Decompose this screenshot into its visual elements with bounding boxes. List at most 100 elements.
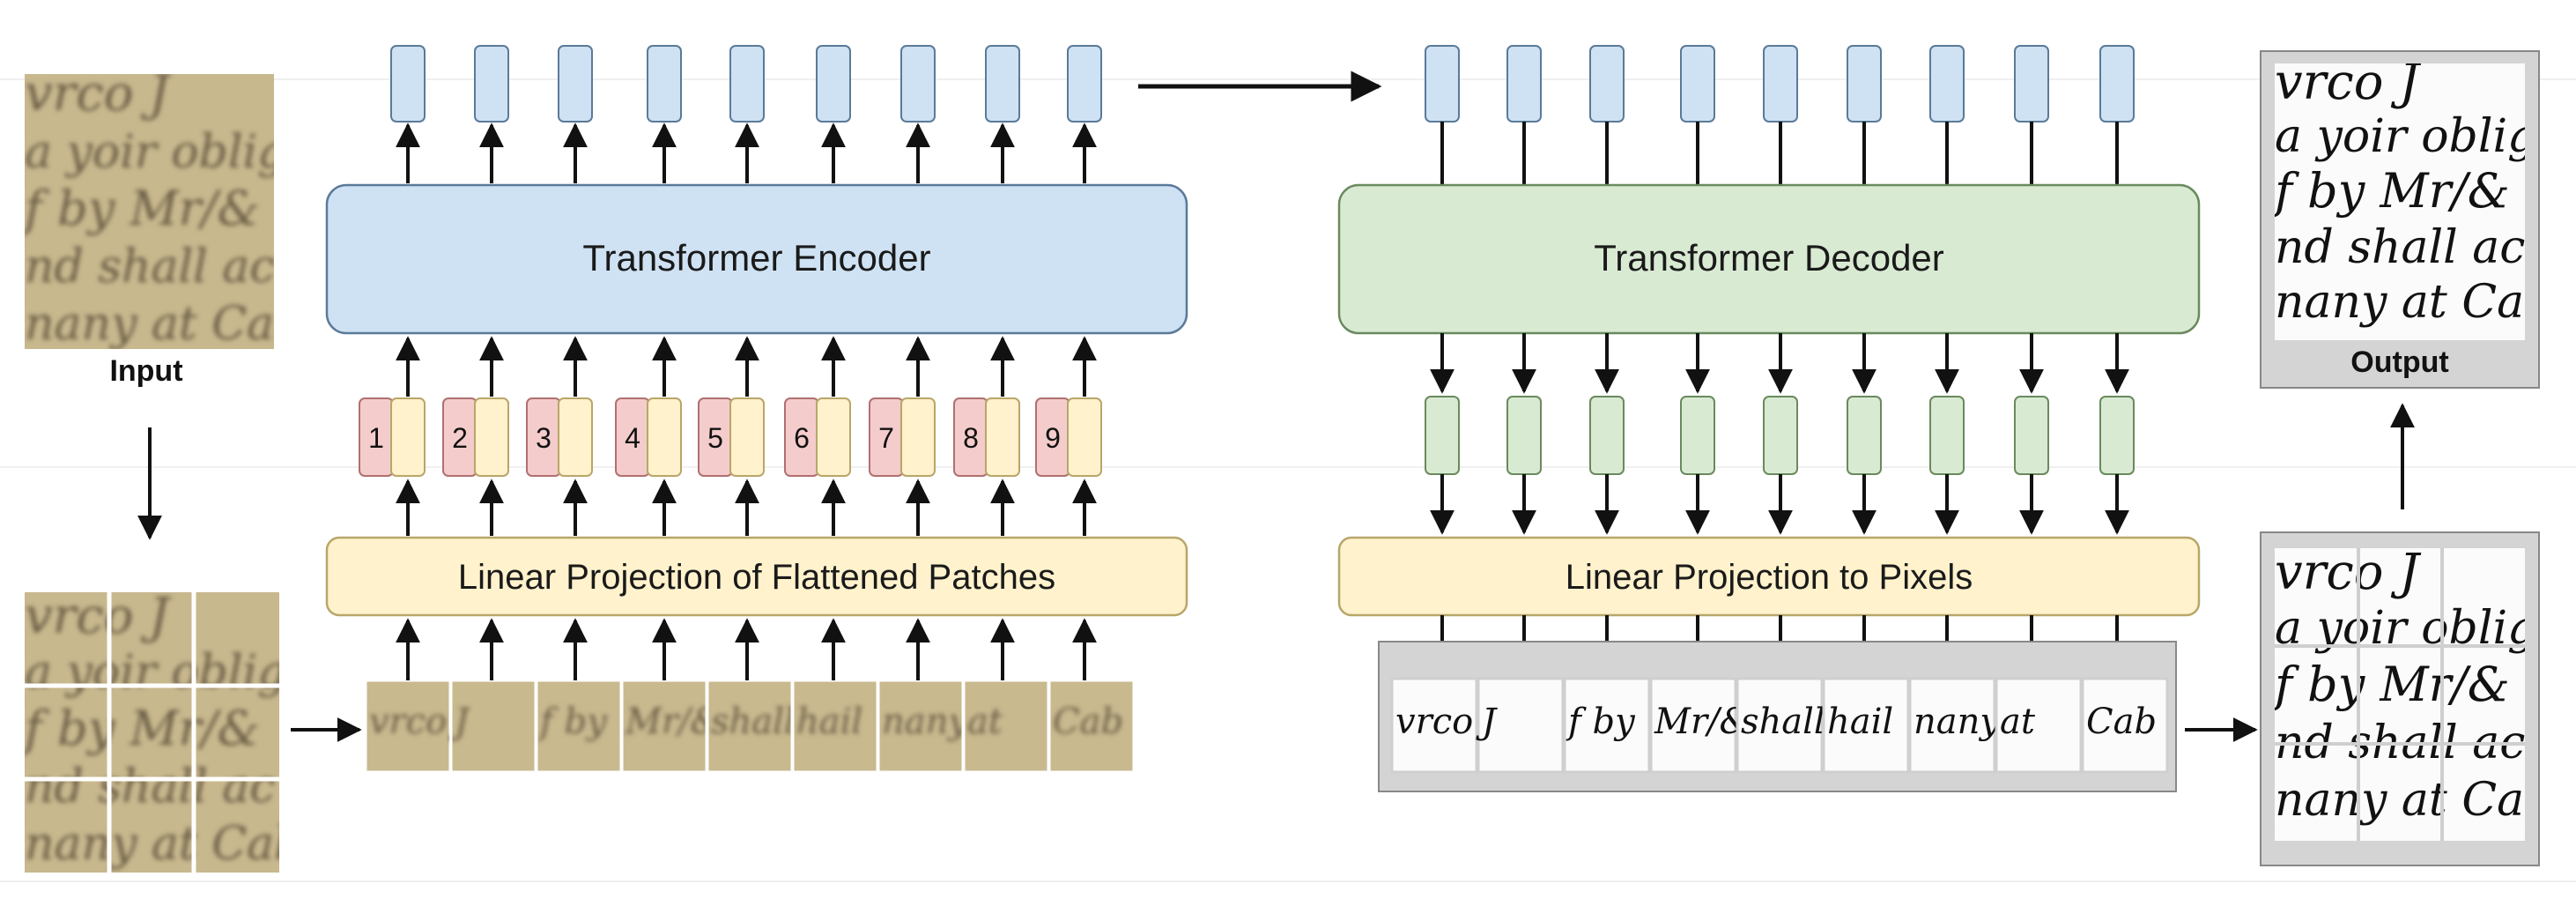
- decoder-input-token: [1425, 45, 1460, 123]
- svg-text:vrco J: vrco J: [2275, 54, 2422, 111]
- decoder-output-token: [1763, 396, 1798, 475]
- projection-to-embedding-arrows: [396, 479, 1097, 536]
- input-caption: Input: [109, 354, 182, 388]
- pixel-patch-text: f by: [1566, 702, 1636, 742]
- patch-tile: shall: [706, 679, 796, 774]
- position-number: 2: [452, 422, 468, 454]
- output-image: vrco J a yoir oblig f by Mr/& nd shall a…: [2260, 50, 2553, 389]
- svg-text:nd shall ac: nd shall ac: [2275, 221, 2525, 274]
- patch-tile: hail: [791, 679, 879, 774]
- transformer-encoder-label: Transformer Encoder: [582, 237, 930, 279]
- encoder-output-token: [729, 45, 765, 123]
- decoder-input-token: [1847, 45, 1882, 123]
- tokens-to-projection-arrows: [1430, 474, 2129, 535]
- patch-tile-text: f by: [537, 702, 608, 742]
- tokens-to-decoder-lines: [1440, 122, 2119, 185]
- position-number: 4: [625, 422, 640, 454]
- decoder-input-token: [1506, 45, 1542, 123]
- decoder-input-token: [2014, 45, 2049, 123]
- decoder-output-arrows: [1430, 333, 2129, 394]
- transformer-decoder-label: Transformer Decoder: [1594, 237, 1944, 279]
- position-number: 3: [536, 422, 551, 454]
- patch-grid-image: vrco J a yoir oblig f by Mr/& nd shall a…: [21, 588, 303, 873]
- patch-embedding: [985, 397, 1020, 477]
- pixel-patch-text: nany: [1913, 702, 2001, 742]
- position-number: 8: [963, 422, 979, 454]
- patch-tile: at: [962, 679, 1050, 774]
- svg-text:nany at Cab: nany at Cab: [2275, 774, 2553, 827]
- linear-projection-pixels-label: Linear Projection to Pixels: [1566, 558, 1973, 597]
- encoder-output-token: [558, 45, 593, 123]
- encoder-output-token: [985, 45, 1020, 123]
- svg-text:vrco J: vrco J: [25, 588, 172, 645]
- pixel-patch-tile: f by: [1563, 677, 1651, 774]
- decoder-input-token: [1680, 45, 1715, 123]
- decoder-output-token: [1425, 396, 1460, 475]
- svg-text:f by Mr/&: f by Mr/&: [2271, 657, 2510, 712]
- transformer-decoder-box: [1337, 183, 2201, 335]
- linear-projection-pixels-box: [1337, 536, 2201, 617]
- svg-text:f by Mr/&: f by Mr/&: [21, 181, 260, 236]
- decoder-output-token: [2014, 396, 2049, 475]
- patch-tile: nany: [877, 679, 969, 774]
- svg-text:vrco J: vrco J: [25, 65, 172, 123]
- pixel-patch-text: vrco: [1395, 702, 1473, 742]
- patch-tile-text: Cab: [1053, 702, 1123, 742]
- patch-embedding: [1067, 397, 1102, 477]
- svg-text:nany at Cab: nany at Cab: [25, 298, 303, 351]
- svg-text:a yoir oblig: a yoir oblig: [2275, 110, 2536, 163]
- svg-text:a yoir oblig: a yoir oblig: [25, 126, 286, 179]
- output-handwriting: vrco J a yoir oblig f by Mr/& nd shall a…: [2271, 54, 2553, 329]
- svg-text:vrco J: vrco J: [2275, 544, 2422, 601]
- pixel-patch-text: hail: [1827, 702, 1893, 742]
- pixel-patch-tile: shall: [1736, 677, 1825, 774]
- input-handwriting: vrco J a yoir oblig f by Mr/& nd shall a…: [21, 65, 303, 351]
- embedding-to-encoder-arrows: [396, 336, 1097, 397]
- patch-embedding: [558, 397, 593, 477]
- patch-tile: f by: [535, 679, 623, 774]
- decoder-input-token: [1589, 45, 1625, 123]
- patch-embedding: [900, 397, 936, 477]
- pixel-patch-tile: at: [1995, 677, 2083, 774]
- patch-embedding: [816, 397, 851, 477]
- encoder-output-tokens: [390, 45, 1102, 123]
- svg-text:nany at Cab: nany at Cab: [25, 818, 303, 871]
- pixel-patch-text: Mr/&: [1654, 702, 1751, 742]
- patch-embedding: [474, 397, 509, 477]
- pixel-patch-tile: nany: [1908, 677, 2001, 774]
- decoder-output-token: [1589, 396, 1625, 475]
- svg-text:f by Mr/&: f by Mr/&: [21, 701, 260, 756]
- svg-text:nany at Cab: nany at Cab: [2275, 276, 2553, 329]
- grid-handwriting: vrco J a yoir oblig f by Mr/& nd shall a…: [21, 588, 303, 871]
- decoder-output-token: [1847, 396, 1882, 475]
- background-grid: [0, 78, 2576, 882]
- svg-text:nd shall ac: nd shall ac: [25, 241, 275, 293]
- reassembled-image: vrco J a yoir oblig f by Mr/& nd shall a…: [2260, 531, 2553, 866]
- encoder-output-token: [390, 45, 426, 123]
- encoder-output-token: [1067, 45, 1102, 123]
- patch-embedding: [390, 397, 426, 477]
- decoder-input-token: [1763, 45, 1798, 123]
- svg-text:f by Mr/&: f by Mr/&: [2271, 163, 2510, 219]
- svg-text:a yoir oblig: a yoir oblig: [25, 646, 286, 699]
- linear-projection-patches-box: [325, 536, 1188, 617]
- position-number: 5: [707, 422, 723, 454]
- encoder-output-token: [900, 45, 936, 123]
- patch-tile-text: nany: [882, 702, 969, 742]
- decoder-output-token: [1929, 396, 1965, 475]
- pixel-patch-tile: J: [1476, 677, 1565, 774]
- position-number: 7: [878, 422, 894, 454]
- decoder-input-tokens: [1425, 45, 2135, 123]
- pixel-patch-tile: vrco: [1390, 677, 1478, 774]
- encoder-output-arrows: [396, 123, 1097, 183]
- pixel-patch-text: at: [2000, 702, 2036, 742]
- decoder-output-token: [1506, 396, 1542, 475]
- pixel-patch-tile: Cab: [2081, 677, 2169, 774]
- encoder-output-token: [647, 45, 682, 123]
- patch-tile-text: hail: [796, 702, 862, 742]
- decoder-output-tokens: [1425, 396, 2135, 475]
- transformer-encoder-box: [325, 183, 1188, 335]
